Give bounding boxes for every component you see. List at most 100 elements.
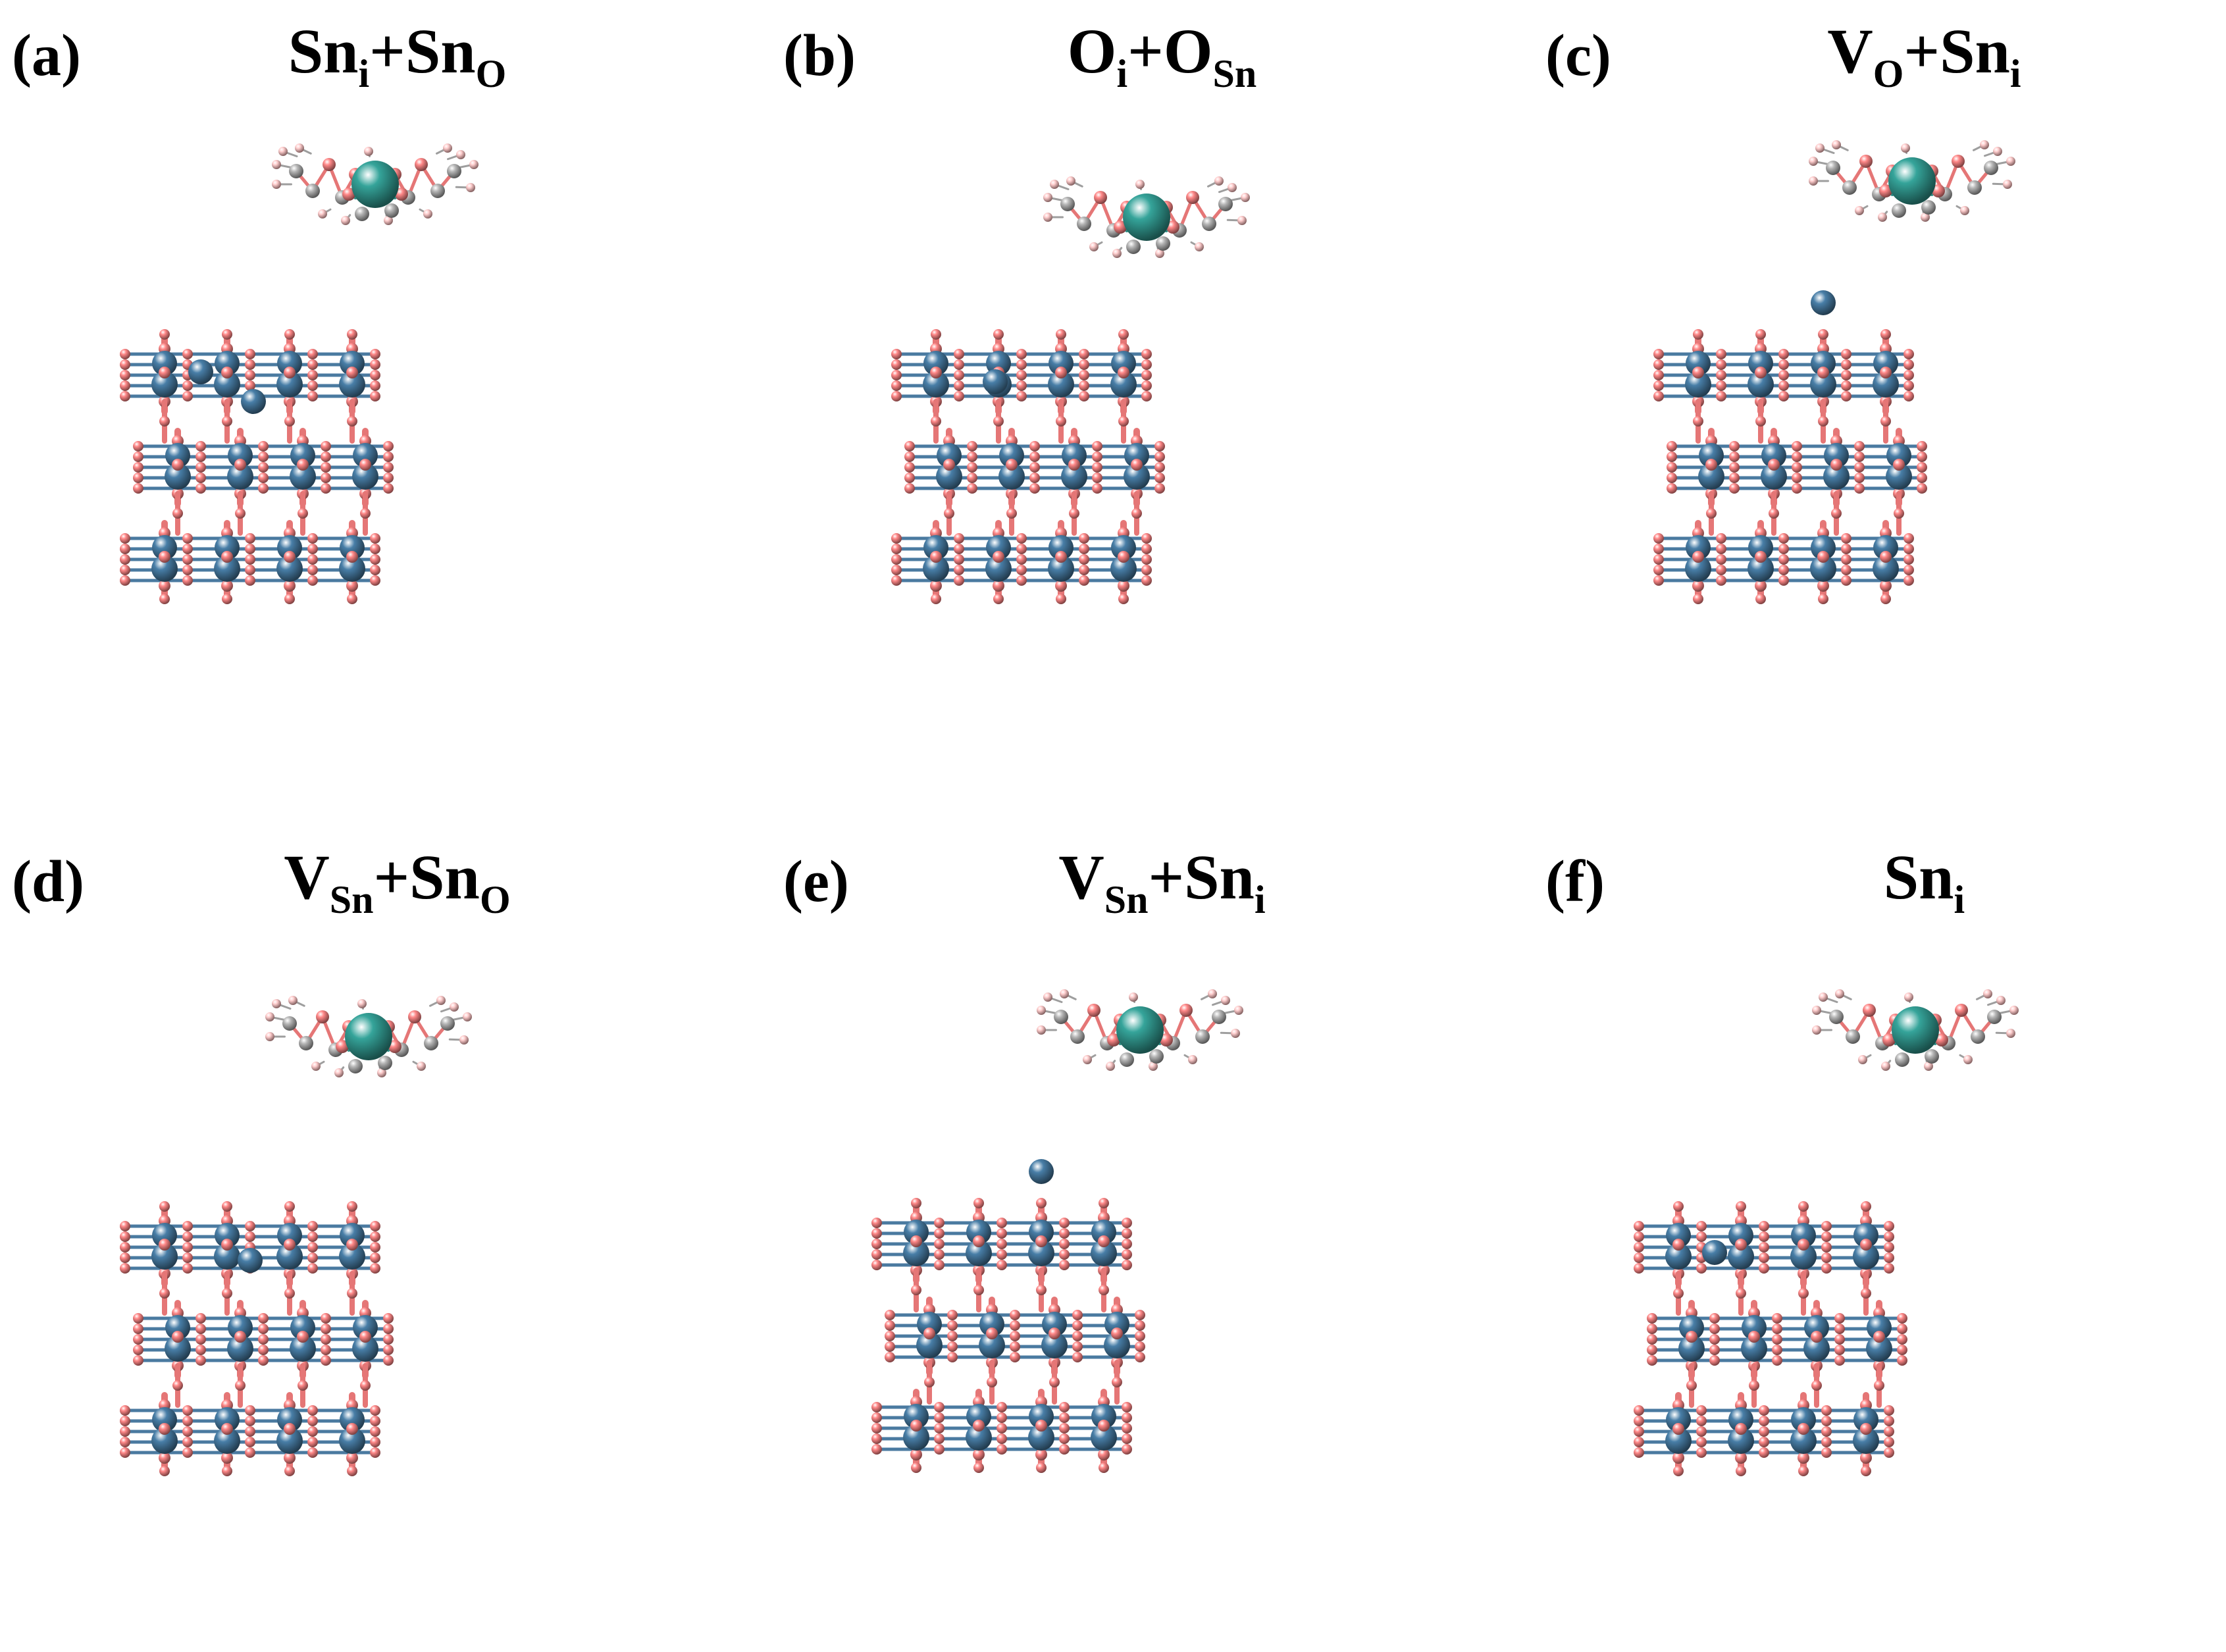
sn-atom bbox=[1873, 351, 1898, 376]
sn-atom bbox=[339, 371, 365, 398]
structure-d bbox=[120, 996, 472, 1476]
o-atom bbox=[934, 1260, 945, 1270]
o-atom bbox=[871, 1433, 882, 1444]
o-atom bbox=[1036, 1285, 1047, 1295]
o-atom bbox=[1647, 1334, 1657, 1345]
o-atom bbox=[182, 1416, 193, 1426]
o-atom bbox=[1863, 1004, 1876, 1017]
o-atom bbox=[307, 1416, 318, 1426]
sn-complex-molecule bbox=[1037, 989, 1243, 1071]
o-atom bbox=[383, 1334, 394, 1345]
sn-atom bbox=[277, 1407, 302, 1432]
h-atom bbox=[278, 147, 288, 156]
o-atom bbox=[1798, 1288, 1809, 1299]
o-atom bbox=[1118, 580, 1129, 592]
sn-atom bbox=[214, 555, 240, 582]
sn-atom bbox=[1886, 443, 1911, 468]
o-atom bbox=[1759, 1405, 1769, 1416]
sn-atom bbox=[1048, 371, 1074, 398]
o-atom bbox=[1854, 483, 1865, 494]
sn-atom bbox=[151, 371, 178, 398]
o-atom bbox=[383, 441, 394, 452]
o-atom bbox=[297, 1331, 309, 1343]
sn-atom bbox=[923, 555, 949, 582]
o-atom bbox=[947, 1331, 958, 1341]
o-atom bbox=[967, 473, 977, 483]
o-atom bbox=[284, 416, 295, 426]
sn-atom bbox=[353, 443, 378, 468]
o-atom bbox=[321, 1334, 331, 1345]
o-atom bbox=[1821, 1405, 1832, 1416]
o-atom bbox=[1059, 1239, 1070, 1249]
panel-label: (d) bbox=[12, 849, 84, 914]
o-atom bbox=[973, 1285, 984, 1295]
o-atom bbox=[284, 1452, 296, 1464]
c-atom bbox=[1829, 1010, 1844, 1024]
o-atom bbox=[1634, 1231, 1644, 1242]
o-atom bbox=[1861, 1466, 1871, 1476]
sn-atom bbox=[1748, 535, 1773, 560]
o-atom bbox=[182, 380, 193, 391]
o-atom bbox=[987, 1377, 997, 1387]
c-atom bbox=[1987, 1010, 2002, 1024]
title-sub1: Sn bbox=[1104, 878, 1149, 921]
o-atom bbox=[1879, 184, 1892, 197]
o-atom bbox=[1135, 1341, 1145, 1352]
h-atom bbox=[364, 147, 373, 156]
o-atom bbox=[1817, 551, 1829, 563]
o-atom bbox=[370, 1221, 380, 1231]
o-atom bbox=[993, 551, 1004, 563]
o-atom bbox=[120, 575, 130, 586]
o-atom bbox=[1903, 380, 1914, 391]
o-atom bbox=[1821, 1231, 1832, 1242]
o-atom bbox=[1759, 1416, 1769, 1426]
o-atom bbox=[195, 473, 206, 483]
o-atom bbox=[1834, 1355, 1845, 1366]
o-atom bbox=[1055, 367, 1067, 378]
o-atom bbox=[383, 1324, 394, 1334]
o-atom bbox=[346, 1452, 358, 1464]
c-atom bbox=[305, 184, 320, 198]
sn-atom bbox=[1091, 1404, 1116, 1429]
o-atom bbox=[234, 459, 246, 471]
o-atom bbox=[1653, 391, 1664, 401]
o-atom bbox=[1830, 459, 1842, 471]
c-atom bbox=[1842, 180, 1857, 195]
sn-atom bbox=[1110, 371, 1137, 398]
structure-b bbox=[891, 176, 1250, 604]
o-atom bbox=[307, 1405, 318, 1416]
o-atom bbox=[1897, 1313, 1907, 1324]
o-atom bbox=[891, 359, 902, 370]
o-atom bbox=[1729, 462, 1740, 473]
o-atom bbox=[133, 1334, 143, 1345]
sn-atom bbox=[1791, 1407, 1816, 1432]
sn-atom bbox=[1728, 1243, 1754, 1270]
o-atom bbox=[973, 1235, 985, 1247]
sn-atom bbox=[353, 1315, 378, 1340]
h-atom bbox=[1980, 140, 1989, 149]
sn-atom bbox=[1686, 535, 1711, 560]
o-atom bbox=[120, 1252, 130, 1263]
c-atom bbox=[1126, 240, 1141, 254]
o-atom bbox=[182, 533, 193, 544]
o-atom bbox=[120, 1437, 130, 1447]
o-atom bbox=[934, 1218, 945, 1228]
sn-atom bbox=[1866, 1335, 1892, 1362]
o-atom bbox=[1834, 1345, 1845, 1355]
o-atom bbox=[911, 1198, 921, 1208]
sn-atom bbox=[936, 463, 962, 490]
h-atom bbox=[1050, 180, 1059, 189]
c-atom bbox=[1156, 236, 1170, 251]
sn-atom bbox=[165, 1335, 191, 1362]
sn-atom bbox=[998, 463, 1025, 490]
o-atom bbox=[120, 1426, 130, 1437]
sn-atom bbox=[966, 1424, 992, 1451]
o-atom bbox=[195, 1324, 206, 1334]
sn-atom bbox=[1048, 535, 1074, 560]
o-atom bbox=[1880, 580, 1892, 592]
h-atom bbox=[1878, 213, 1887, 222]
sn-adsorbate-atom bbox=[1888, 157, 1936, 205]
h-atom bbox=[1234, 1006, 1243, 1015]
o-atom bbox=[221, 1452, 233, 1464]
o-atom bbox=[1834, 1334, 1845, 1345]
